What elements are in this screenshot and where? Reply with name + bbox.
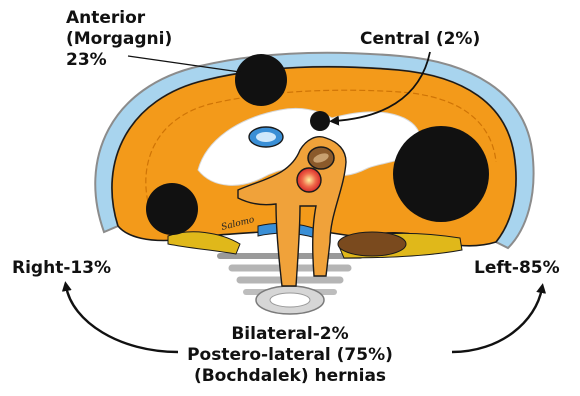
label-left: Left-85% — [474, 258, 560, 279]
esophagus — [308, 147, 334, 169]
hernia-left — [393, 126, 489, 222]
label-anterior-line-1: Anterior — [66, 8, 172, 29]
label-bochdalek-hernias: (Bochdalek) hernias — [0, 366, 580, 387]
label-bochdalek: Bilateral-2% Postero-lateral (75%) (Boch… — [0, 324, 580, 387]
label-bilateral: Bilateral-2% — [0, 324, 580, 345]
hernia-central — [310, 111, 330, 131]
aorta — [297, 168, 321, 192]
hernia-right — [146, 183, 198, 235]
label-central: Central (2%) — [360, 29, 480, 50]
label-anterior-line-3: 23% — [66, 50, 172, 71]
right-crus-yellow — [168, 232, 240, 254]
left-kidney — [338, 232, 406, 256]
label-anterior-line-2: (Morgagni) — [66, 29, 172, 50]
label-postero-lateral: Postero-lateral (75%) — [0, 345, 580, 366]
hernia-anterior — [235, 54, 287, 106]
ivc — [249, 127, 283, 147]
label-right: Right-13% — [12, 258, 111, 279]
label-anterior-morgagni: Anterior (Morgagni) 23% — [66, 8, 172, 71]
